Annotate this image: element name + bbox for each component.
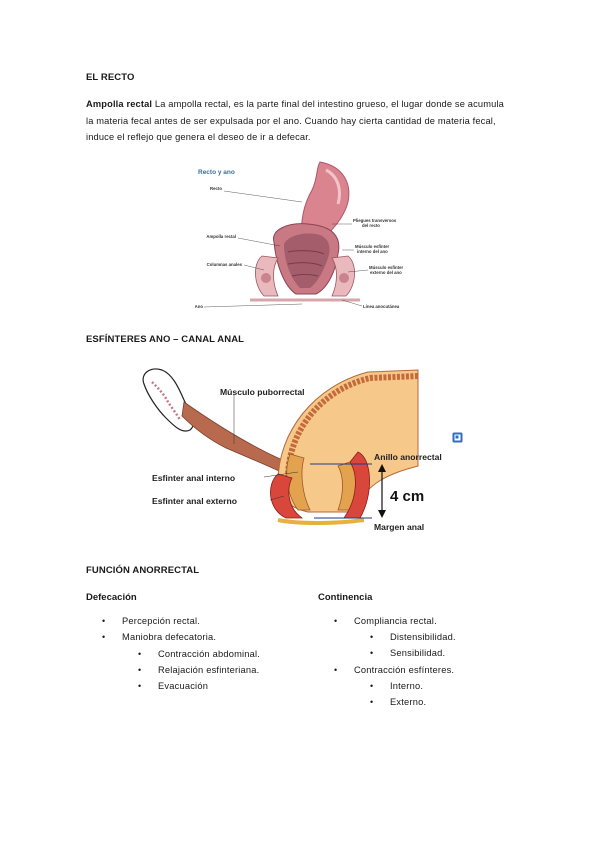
continencia-sublist-1: •Distensibilidad. •Sensibilidad.	[370, 629, 456, 661]
anal-margin-skin-shape	[277, 518, 365, 525]
section-title-funcion: FUNCIÓN ANORRECTAL	[86, 565, 200, 576]
list-item: •Contracción abdominal.	[138, 646, 260, 662]
label-esfinter-interno: Esfinter anal interno	[152, 473, 235, 483]
rectal-wall-stripe-shape	[285, 373, 419, 479]
label-pliegues-2: del recto	[362, 223, 380, 228]
list-item: •Relajación esfinteriana.	[138, 662, 260, 678]
external-sphincter-left-shape	[270, 473, 304, 519]
label-anillo-anorrectal: Anillo anorrectal	[374, 452, 442, 462]
bullet-icon: •	[370, 681, 374, 691]
list-item: •Compliancia rectal.	[334, 613, 437, 629]
continencia-sublist-2: •Interno. •Externo.	[370, 678, 426, 710]
bullet-icon: •	[370, 648, 374, 659]
label-columnas: Columnas anales	[207, 262, 243, 267]
ampolla-paragraph: Ampolla rectal La ampolla rectal, es la …	[86, 96, 526, 146]
label-esfinter-externo: Esfinter anal externo	[152, 496, 237, 506]
bullet-icon: •	[334, 616, 338, 626]
bone-texture-shape	[151, 381, 182, 421]
paragraph-line-2: la materia fecal antes de ser expulsada …	[86, 115, 496, 126]
list-item: •Distensibilidad.	[370, 629, 456, 645]
image-embed-icon[interactable]	[452, 432, 463, 443]
bullet-icon: •	[138, 681, 142, 692]
bullet-icon: •	[138, 649, 142, 659]
label-margen-anal: Margen anal	[374, 522, 424, 532]
recto-ano-illustration: Recto y ano Recto Ampolla rectal Columna…	[195, 161, 403, 309]
figure1-title: Recto y ano	[198, 169, 235, 176]
transverse-folds-shape	[287, 250, 325, 277]
paragraph-line-3: induce el reflejo que genera el deseo de…	[86, 132, 311, 142]
label-externo-2: externo del ano	[370, 270, 402, 275]
label-pliegues-1: Pliegues transversos	[353, 218, 397, 223]
canal-anal-illustration: Músculo puborrectal Esfinter anal intern…	[142, 368, 442, 532]
list-item: •Evacuación	[138, 678, 260, 694]
measure-arrow-up-icon	[378, 464, 386, 472]
bullet-icon: •	[102, 616, 106, 626]
continencia-list-1: •Compliancia rectal.	[334, 613, 437, 629]
ampulla-lumen-shape	[284, 233, 330, 288]
label-externo-1: Músculo esfínter	[369, 265, 403, 270]
rectum-body-shape	[277, 369, 419, 513]
paragraph-line-1: La ampolla rectal, es la parte final del…	[152, 99, 504, 109]
label-interno-1: Músculo esfínter	[355, 244, 389, 249]
list-item: •Percepción rectal.	[102, 613, 216, 629]
list-item: •Sensibilidad.	[370, 645, 456, 661]
list-item: •Maniobra defecatoria.	[102, 629, 216, 645]
continencia-list-2: •Contracción esfínteres.	[334, 662, 454, 678]
bullet-icon: •	[370, 697, 374, 708]
list-item: •Contracción esfínteres.	[334, 662, 454, 678]
label-4cm: 4 cm	[390, 488, 424, 505]
bullet-icon: •	[334, 665, 338, 675]
bullet-icon: •	[102, 632, 106, 643]
list-item: •Interno.	[370, 678, 426, 694]
section-title-recto: EL RECTO	[86, 72, 135, 83]
right-external-sphincter-ring	[339, 273, 349, 283]
figure1-leader-lines	[203, 190, 369, 308]
defecacion-list: •Percepción rectal. •Maniobra defecatori…	[102, 613, 216, 645]
list-item: •Externo.	[370, 694, 426, 710]
paragraph-lead: Ampolla rectal	[86, 99, 153, 109]
internal-sphincter-left-shape	[286, 453, 311, 511]
bullet-icon: •	[370, 632, 374, 642]
section-title-esfinteres: ESFÍNTERES ANO – CANAL ANAL	[86, 334, 245, 345]
label-interno-2: interno del ano	[357, 249, 388, 254]
bullet-icon: •	[138, 665, 142, 676]
continencia-title: Continencia	[318, 592, 373, 603]
label-recto: Recto	[210, 186, 222, 191]
defecacion-title: Defecación	[86, 592, 137, 603]
label-ampolla: Ampolla rectal	[206, 234, 236, 239]
rectum-highlight-shape	[325, 168, 341, 205]
figure2-leader-lines	[233, 394, 299, 501]
label-puborrectal: Músculo puborrectal	[220, 387, 305, 397]
label-linea: Línea anocutánea	[363, 304, 400, 309]
defecacion-sublist: •Contracción abdominal. •Relajación esfi…	[138, 646, 260, 695]
measure-arrow-down-icon	[378, 510, 386, 518]
left-external-sphincter-ring	[261, 273, 271, 283]
label-ano: Ano	[195, 304, 204, 309]
